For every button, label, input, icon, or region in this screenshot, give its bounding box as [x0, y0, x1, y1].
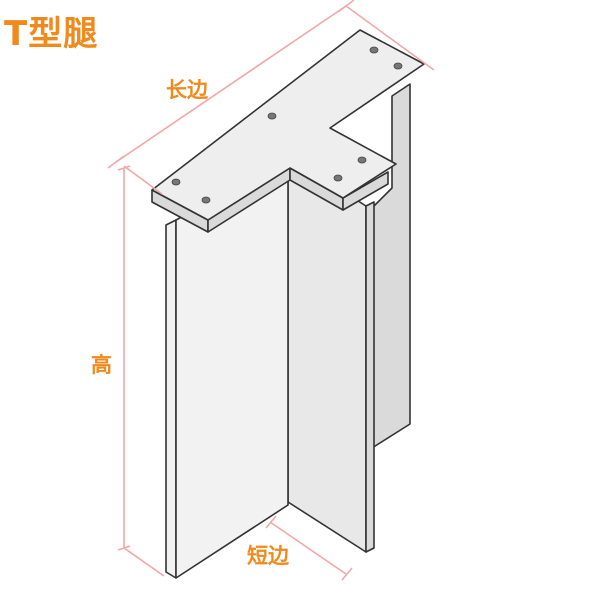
bolt-hole-icon: [201, 196, 211, 204]
bolt-hole-icon: [171, 178, 181, 186]
dimension-short: [265, 515, 353, 581]
dimension-height: [117, 165, 165, 577]
bolt-hole-icon: [393, 62, 403, 70]
dimension-line-icon: [115, 5, 347, 163]
front-plate: [165, 219, 177, 579]
bolt-hole-icon: [333, 174, 343, 182]
page-title: T型腿: [4, 14, 99, 54]
bolt-hole-icon: [369, 46, 379, 54]
back-plate: [371, 83, 411, 449]
bolt-holes: [171, 46, 403, 204]
dimension-long: [107, 0, 435, 169]
height-label: 高: [91, 353, 112, 377]
bolt-hole-icon: [267, 112, 277, 120]
top-plate: [151, 29, 425, 221]
short-side-label: 短边: [247, 544, 289, 568]
web-edge: [365, 201, 375, 553]
long-side-label: 长边: [166, 78, 208, 102]
web-plate: [287, 155, 367, 553]
bolt-hole-icon: [357, 156, 367, 164]
top-plate-edge-right: [342, 171, 389, 211]
dimension-line-icon: [269, 521, 347, 575]
